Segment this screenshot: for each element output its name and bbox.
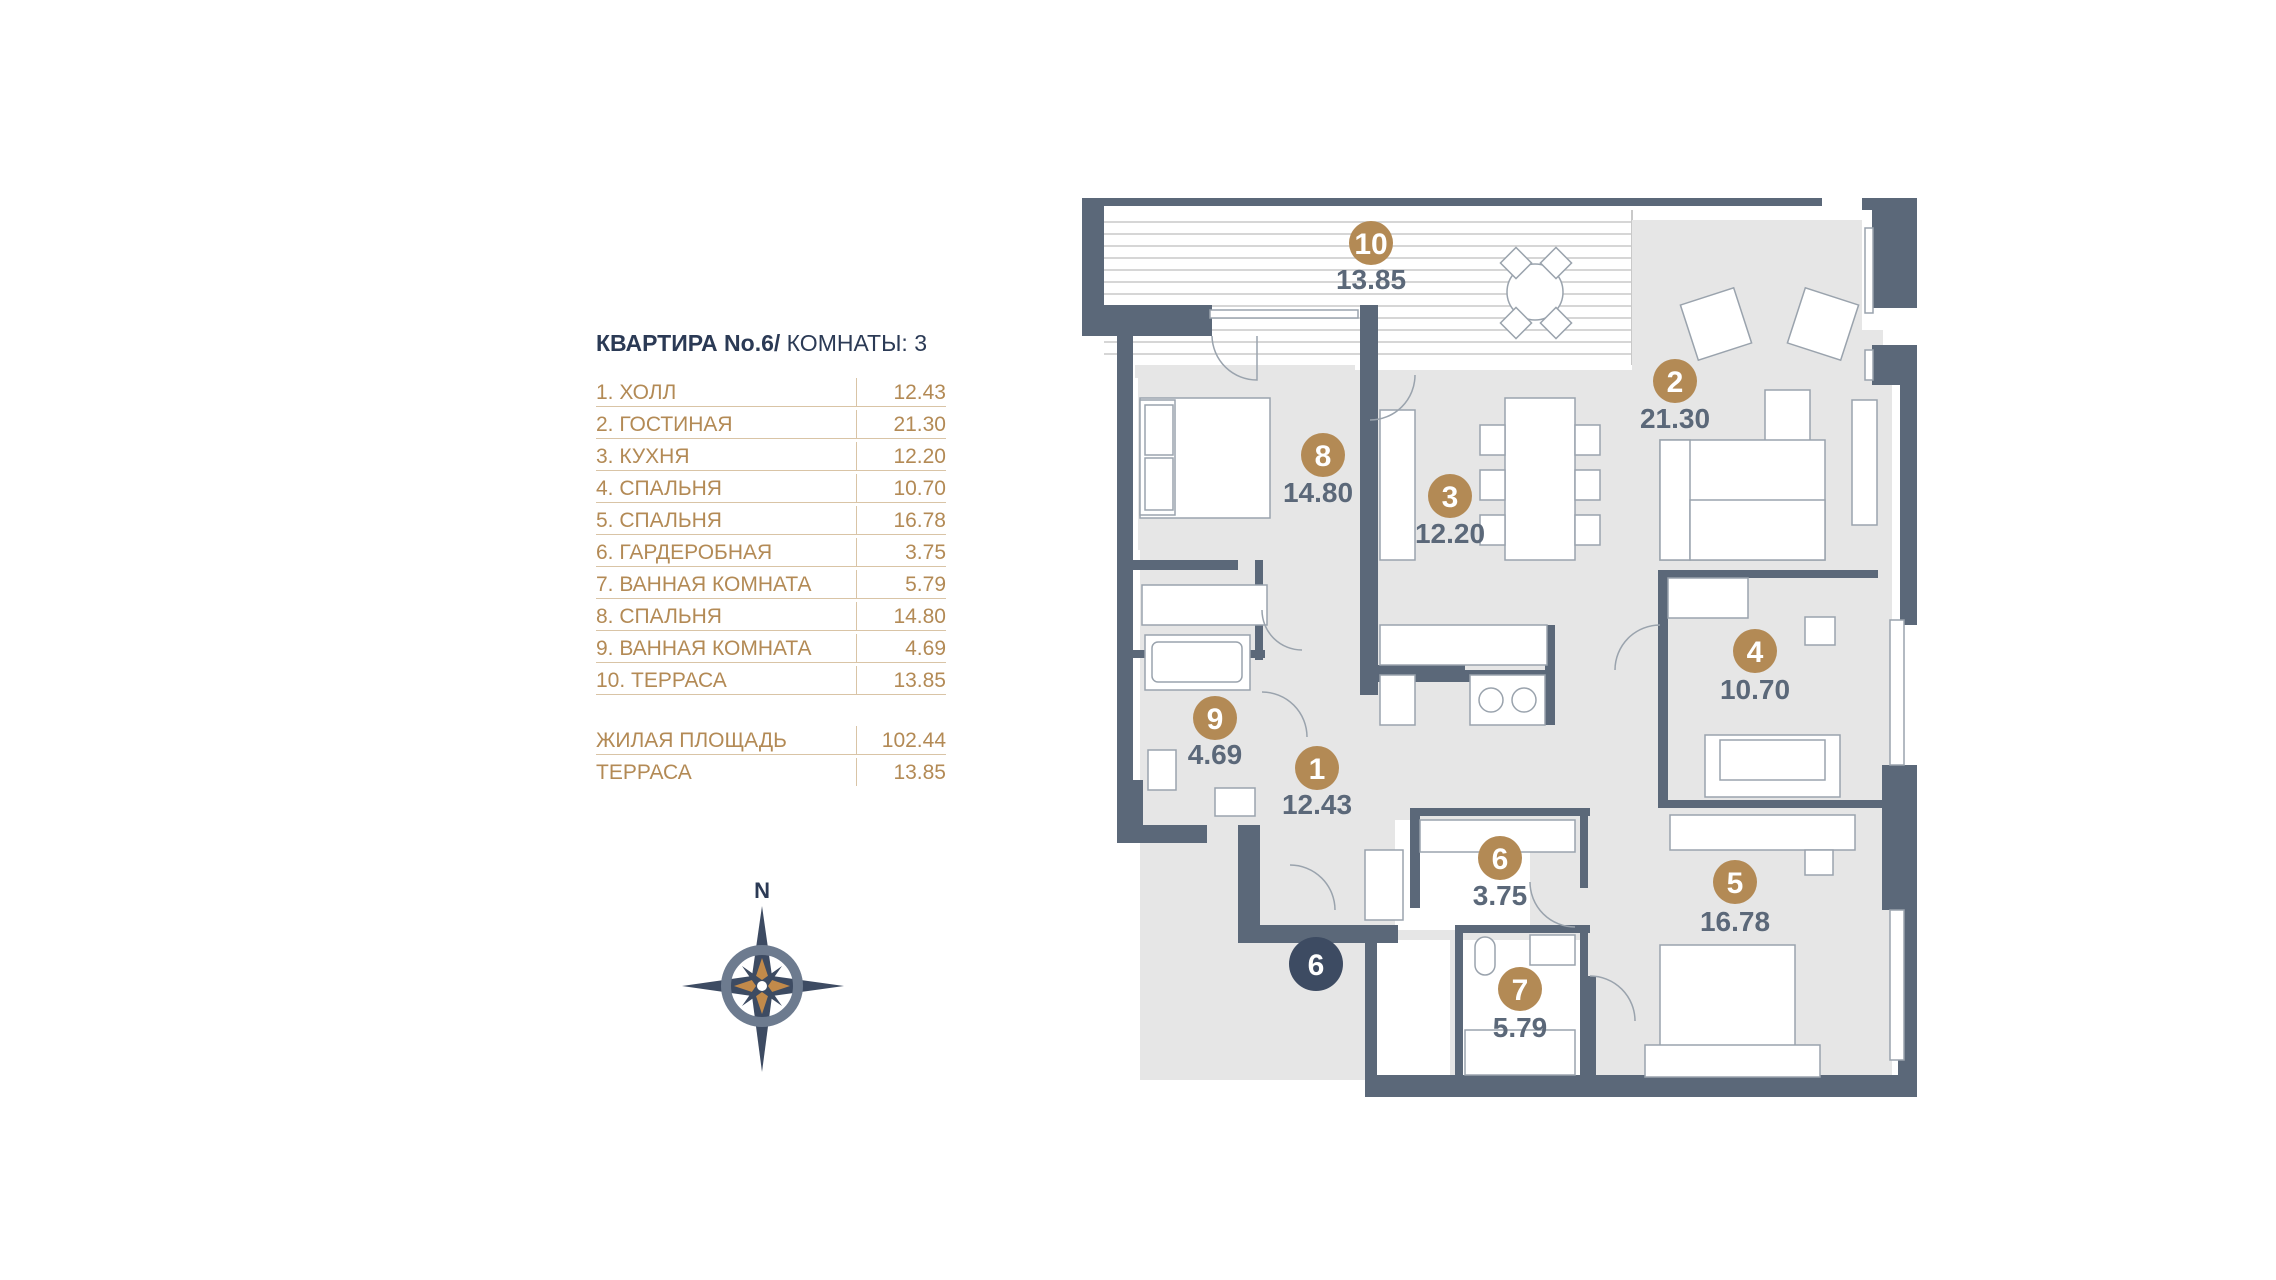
room-area: 12.43 bbox=[893, 381, 946, 404]
walls bbox=[1082, 198, 1917, 1097]
room-area-label: 21.30 bbox=[1640, 403, 1710, 434]
compass-rose-icon: N bbox=[682, 878, 844, 1072]
room-area-label: 3.75 bbox=[1473, 880, 1528, 911]
legend-row: 5. СПАЛЬНЯ 16.78 bbox=[596, 503, 946, 535]
room-name: 4. СПАЛЬНЯ bbox=[596, 477, 722, 500]
room-name: 8. СПАЛЬНЯ bbox=[596, 605, 722, 628]
room-area: 14.80 bbox=[893, 605, 946, 628]
compass-north-label: N bbox=[754, 878, 770, 903]
room-area-label: 12.43 bbox=[1282, 789, 1352, 820]
room-area: 13.85 bbox=[893, 669, 946, 692]
room-badge-7: 75.79 bbox=[1493, 967, 1548, 1043]
room-number: 1 bbox=[1309, 753, 1326, 786]
room-number: 9 bbox=[1207, 703, 1224, 736]
room-name: 10. ТЕРРАСА bbox=[596, 669, 727, 692]
room-badge-8: 814.80 bbox=[1283, 433, 1353, 508]
room-area-label: 16.78 bbox=[1700, 906, 1770, 937]
legend-row: 3. КУХНЯ 12.20 bbox=[596, 439, 946, 471]
room-area-label: 14.80 bbox=[1283, 477, 1353, 508]
apartment-number: КВАРТИРА No.6/ bbox=[596, 330, 781, 356]
terrace-total-row: ТЕРРАСА 13.85 bbox=[596, 755, 946, 786]
legend-row: 7. ВАННАЯ КОМНАТА 5.79 bbox=[596, 567, 946, 599]
legend-row: 10. ТЕРРАСА 13.85 bbox=[596, 663, 946, 695]
room-badge-2: 221.30 bbox=[1640, 359, 1710, 434]
windows bbox=[1209, 227, 1905, 1061]
room-area: 16.78 bbox=[893, 509, 946, 532]
terrace-total-value: 13.85 bbox=[893, 761, 946, 784]
room-name: 5. СПАЛЬНЯ bbox=[596, 509, 722, 532]
living-area-value: 102.44 bbox=[881, 729, 946, 752]
svg-text:6: 6 bbox=[1308, 949, 1325, 982]
room-number: 7 bbox=[1512, 974, 1529, 1007]
living-area-row: ЖИЛАЯ ПЛОЩАДЬ 102.44 bbox=[596, 723, 946, 755]
room-number: 3 bbox=[1442, 481, 1459, 514]
room-name: 6. ГАРДЕРОБНАЯ bbox=[596, 541, 773, 564]
legend-row: 4. СПАЛЬНЯ 10.70 bbox=[596, 471, 946, 503]
room-number: 6 bbox=[1492, 843, 1509, 876]
room-number: 2 bbox=[1667, 366, 1684, 399]
rooms-count: КОМНАТЫ: 3 bbox=[786, 330, 927, 356]
room-legend: КВАРТИРА No.6/ КОМНАТЫ: 3 1. ХОЛЛ 12.43 2.… bbox=[596, 330, 946, 786]
room-badge-9: 94.69 bbox=[1188, 696, 1243, 770]
room-area-label: 10.70 bbox=[1720, 674, 1790, 705]
furniture bbox=[1139, 246, 1878, 1078]
legend-row: 1. ХОЛЛ 12.43 bbox=[596, 375, 946, 407]
room-area: 5.79 bbox=[905, 573, 946, 596]
room-area-label: 5.79 bbox=[1493, 1012, 1548, 1043]
living-area-label: ЖИЛАЯ ПЛОЩАДЬ bbox=[596, 729, 787, 752]
room-area: 4.69 bbox=[905, 637, 946, 660]
legend-title: КВАРТИРА No.6/ КОМНАТЫ: 3 bbox=[596, 330, 946, 357]
terrace-total-label: ТЕРРАСА bbox=[596, 761, 692, 784]
room-name: 9. ВАННАЯ КОМНАТА bbox=[596, 637, 812, 660]
room-badge-4: 410.70 bbox=[1720, 629, 1790, 705]
room-name: 7. ВАННАЯ КОМНАТА bbox=[596, 573, 812, 596]
room-badge-6: 63.75 bbox=[1473, 836, 1528, 911]
room-area: 10.70 bbox=[893, 477, 946, 500]
legend-row: 2. ГОСТИНАЯ 21.30 bbox=[596, 407, 946, 439]
room-number: 5 bbox=[1727, 867, 1744, 900]
legend-row: 8. СПАЛЬНЯ 14.80 bbox=[596, 599, 946, 631]
room-number: 10 bbox=[1354, 228, 1387, 261]
legend-row: 9. ВАННАЯ КОМНАТА 4.69 bbox=[596, 631, 946, 663]
apartment-badge: 6 bbox=[1289, 937, 1343, 991]
room-number: 4 bbox=[1747, 636, 1764, 669]
room-name: 1. ХОЛЛ bbox=[596, 381, 677, 404]
room-badge-5: 516.78 bbox=[1700, 860, 1770, 937]
room-area: 3.75 bbox=[905, 541, 946, 564]
room-area-label: 12.20 bbox=[1415, 518, 1485, 549]
room-badge-3: 312.20 bbox=[1415, 474, 1485, 549]
doors bbox=[1211, 335, 1661, 1022]
room-name: 2. ГОСТИНАЯ bbox=[596, 413, 733, 436]
legend-row: 6. ГАРДЕРОБНАЯ 3.75 bbox=[596, 535, 946, 567]
terrace-deck bbox=[1102, 210, 1862, 388]
room-area: 12.20 bbox=[893, 445, 946, 468]
room-area-label: 4.69 bbox=[1188, 739, 1243, 770]
room-area: 21.30 bbox=[893, 413, 946, 436]
room-area-label: 13.85 bbox=[1336, 264, 1406, 295]
room-number: 8 bbox=[1315, 440, 1332, 473]
room-name: 3. КУХНЯ bbox=[596, 445, 690, 468]
room-badge-1: 112.43 bbox=[1282, 746, 1352, 820]
